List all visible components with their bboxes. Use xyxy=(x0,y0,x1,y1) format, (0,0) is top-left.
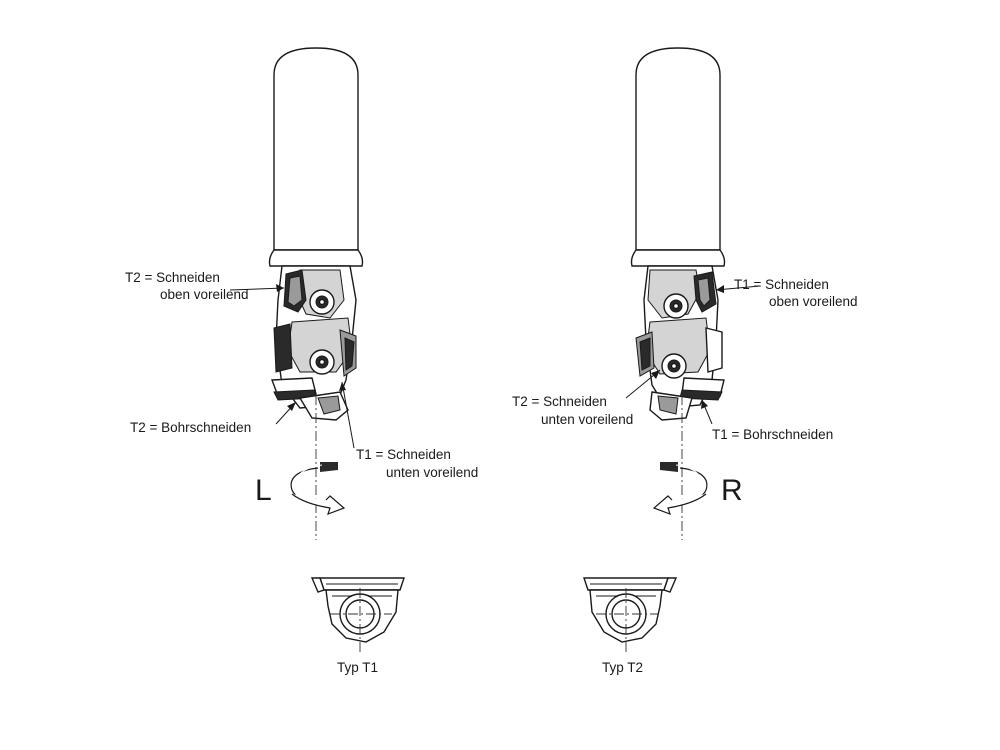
left-rotation-label: L xyxy=(255,474,272,507)
right-rotation-arrow xyxy=(652,462,708,516)
right-rotation-label: R xyxy=(721,474,743,507)
insert-t2: Typ T2 xyxy=(583,577,678,675)
right-label-drill: T1 = Bohrschneiden xyxy=(712,427,833,442)
right-label-top-line2: oben voreilend xyxy=(769,294,858,309)
left-leader-bottom xyxy=(341,381,355,449)
left-tool: T2 = Schneiden oben voreilend T2 = Bohrs… xyxy=(125,47,478,540)
left-rotation-arrow xyxy=(290,462,346,516)
left-label-top-line1: T2 = Schneiden xyxy=(125,270,220,285)
left-head xyxy=(271,265,357,421)
left-label-drill: T2 = Bohrschneiden xyxy=(130,420,251,435)
left-label-bottom-line1: T1 = Schneiden xyxy=(356,447,451,462)
insert-t1: Typ T1 xyxy=(310,577,405,675)
left-shank xyxy=(268,47,364,267)
right-head xyxy=(635,265,725,421)
right-label-bottom-line2: unten voreilend xyxy=(541,412,633,427)
insert-t1-label: Typ T1 xyxy=(337,660,378,675)
left-label-bottom-line2: unten voreilend xyxy=(386,465,478,480)
right-label-top-line1: T1 = Schneiden xyxy=(734,277,829,292)
left-label-top-line2: oben voreilend xyxy=(160,287,249,302)
right-label-bottom-line1: T2 = Schneiden xyxy=(512,394,607,409)
right-shank xyxy=(630,47,726,267)
insert-t2-label: Typ T2 xyxy=(602,660,643,675)
right-tool: T1 = Schneiden oben voreilend T2 = Schne… xyxy=(512,47,858,540)
left-leader-top xyxy=(229,287,285,291)
